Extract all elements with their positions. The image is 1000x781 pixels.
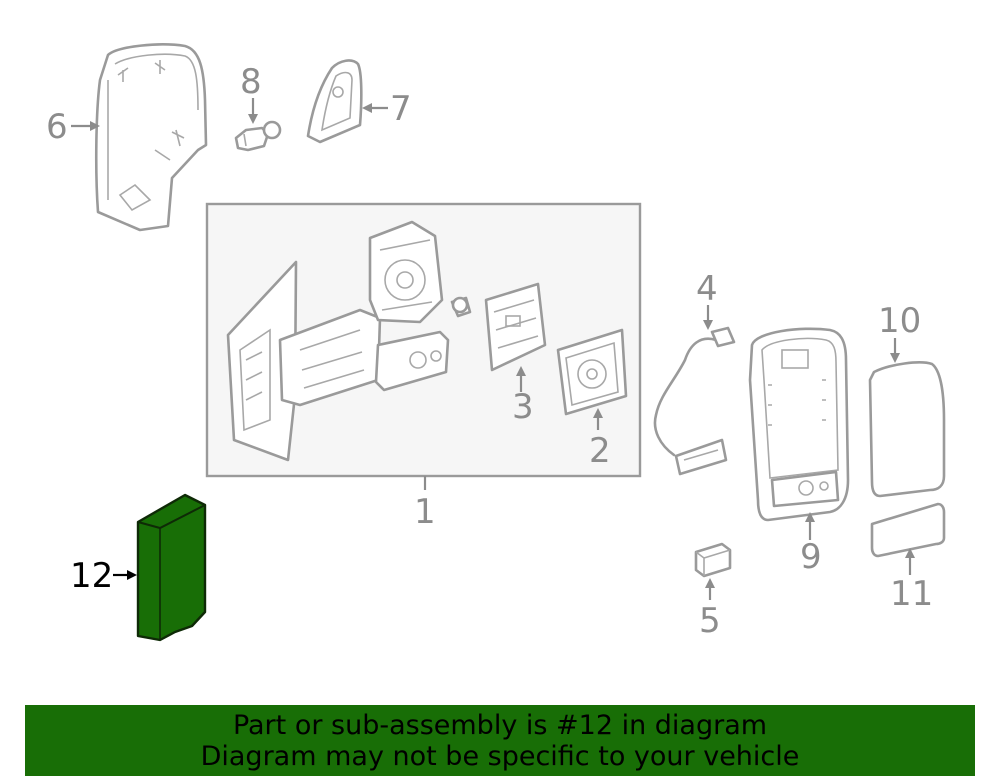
part-8-bolt[interactable] xyxy=(234,120,282,152)
callout-3-label: 3 xyxy=(512,387,534,427)
part-11-lower-glass[interactable] xyxy=(870,502,946,558)
callout-10-label: 10 xyxy=(878,301,921,341)
part-5-connector[interactable] xyxy=(694,542,732,578)
callout-1: 1 xyxy=(414,476,436,532)
callout-10: 10 xyxy=(878,301,921,363)
callout-4: 4 xyxy=(696,269,718,330)
callout-1-label: 1 xyxy=(414,492,436,532)
callout-12: 12 xyxy=(70,556,137,596)
callout-7: 7 xyxy=(362,89,412,129)
callout-4-label: 4 xyxy=(696,269,718,309)
banner-line-2: Diagram may not be specific to your vehi… xyxy=(200,741,800,772)
callout-9-label: 9 xyxy=(800,537,822,577)
part-12-control-module[interactable] xyxy=(136,493,207,642)
parts-diagram: 6 8 7 xyxy=(46,43,946,642)
callout-7-label: 7 xyxy=(390,89,412,129)
callout-8-label: 8 xyxy=(240,62,262,102)
callout-9: 9 xyxy=(800,512,822,577)
callout-2-label: 2 xyxy=(589,431,611,471)
part-7-bracket[interactable] xyxy=(306,59,363,144)
part-1-mirror-assembly[interactable] xyxy=(205,202,642,478)
callout-2: 2 xyxy=(589,408,611,471)
callout-6: 6 xyxy=(46,107,100,147)
callout-12-label: 12 xyxy=(70,556,113,596)
info-banner: Part or sub-assembly is #12 in diagram D… xyxy=(25,705,975,776)
callout-11: 11 xyxy=(890,548,933,614)
part-6-mirror-cover[interactable] xyxy=(94,43,208,232)
callout-6-label: 6 xyxy=(46,107,68,147)
banner-line-1: Part or sub-assembly is #12 in diagram xyxy=(232,710,768,741)
part-3-actuator[interactable] xyxy=(484,282,547,372)
part-9-mirror-housing[interactable] xyxy=(748,327,850,522)
callout-5-label: 5 xyxy=(699,601,721,641)
callout-3: 3 xyxy=(512,366,534,427)
part-2-glass-plate[interactable] xyxy=(556,328,628,416)
callout-5: 5 xyxy=(699,578,721,641)
callout-11-label: 11 xyxy=(890,574,933,614)
part-10-mirror-glass[interactable] xyxy=(868,361,946,498)
part-4-wiring-harness[interactable] xyxy=(653,326,736,476)
callout-8: 8 xyxy=(240,62,262,124)
